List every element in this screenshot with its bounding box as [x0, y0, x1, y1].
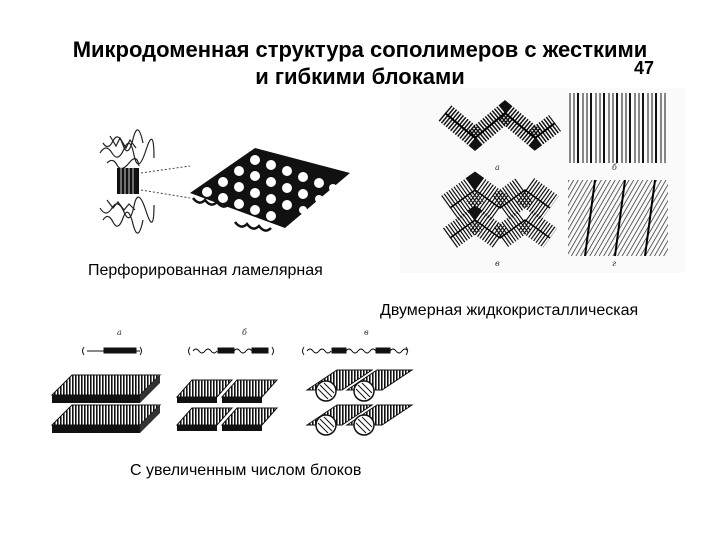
panel-label-c: в — [495, 259, 500, 268]
panel-label-d: г — [612, 259, 616, 268]
caption-liquid-crystal: Двумерная жидкокристаллическая — [380, 302, 639, 319]
zigzag-panel-a — [438, 99, 561, 152]
stripe-panel-d — [568, 179, 668, 257]
perforated-lamellar-figure — [99, 129, 350, 234]
multiblock-figure: а б в — [50, 328, 414, 436]
caption-more-blocks: С увеличенным числом блоков — [130, 462, 362, 479]
title-line-2: и гибкими блоками — [255, 64, 465, 89]
lamellae-panel-a — [50, 374, 162, 433]
flexible-block-coil-top — [99, 129, 155, 170]
page-number: 47 — [634, 58, 655, 78]
chain-schematic-c — [302, 346, 409, 356]
perforated-sheet — [190, 148, 350, 232]
title-line-1: Микродоменная структура сополимеров с же… — [72, 37, 648, 62]
chain-schematic-b — [188, 346, 274, 356]
panel-label-b: б — [612, 163, 617, 172]
block-label-c: в — [364, 328, 369, 337]
cylinders-panel-c — [305, 369, 414, 436]
zigzag-panel-c — [441, 171, 559, 253]
stripe-panel-b — [569, 93, 666, 163]
block-label-b: б — [242, 328, 247, 337]
flexible-block-coil-bottom — [99, 196, 155, 234]
lamellae-panel-b — [175, 379, 279, 431]
block-label-a: а — [117, 328, 122, 337]
rigid-block — [117, 168, 139, 194]
caption-perforated-lamellar: Перфорированная ламелярная — [88, 262, 323, 279]
liquid-crystal-figure: а б в — [400, 88, 685, 273]
slide-title: Микродоменная структура сополимеров с же… — [0, 36, 720, 90]
panel-label-a: а — [495, 163, 500, 172]
chain-schematic-a — [82, 346, 142, 356]
